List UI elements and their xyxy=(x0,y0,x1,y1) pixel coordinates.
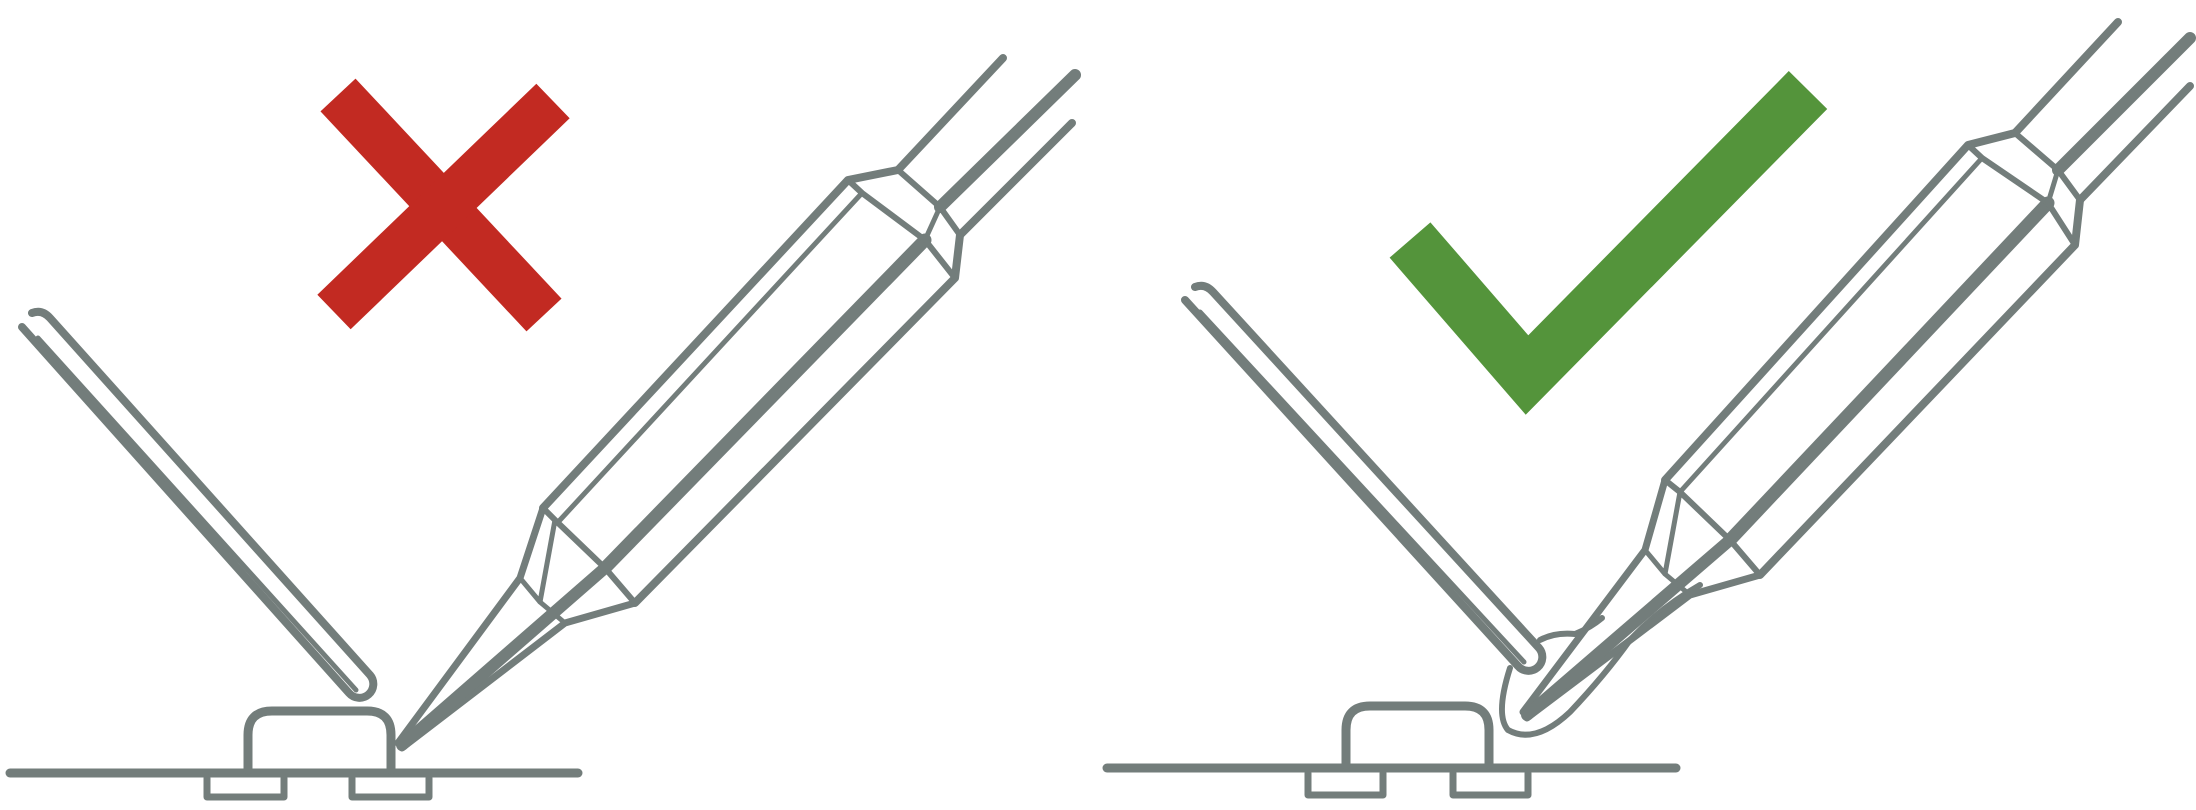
soldering-iron xyxy=(1519,18,2196,722)
component xyxy=(1341,701,1494,770)
panel-correct xyxy=(1102,18,2196,799)
component xyxy=(243,706,396,775)
soldering-iron xyxy=(394,54,1081,752)
red-cross-icon xyxy=(317,78,570,332)
circuit-board xyxy=(5,768,583,801)
solder-wire xyxy=(18,307,378,702)
green-check-icon xyxy=(1389,71,1828,415)
circuit-board xyxy=(1102,763,1681,799)
solder-blob xyxy=(1498,582,1703,738)
panel-incorrect xyxy=(5,54,1081,801)
solder-wire xyxy=(1181,281,1547,675)
